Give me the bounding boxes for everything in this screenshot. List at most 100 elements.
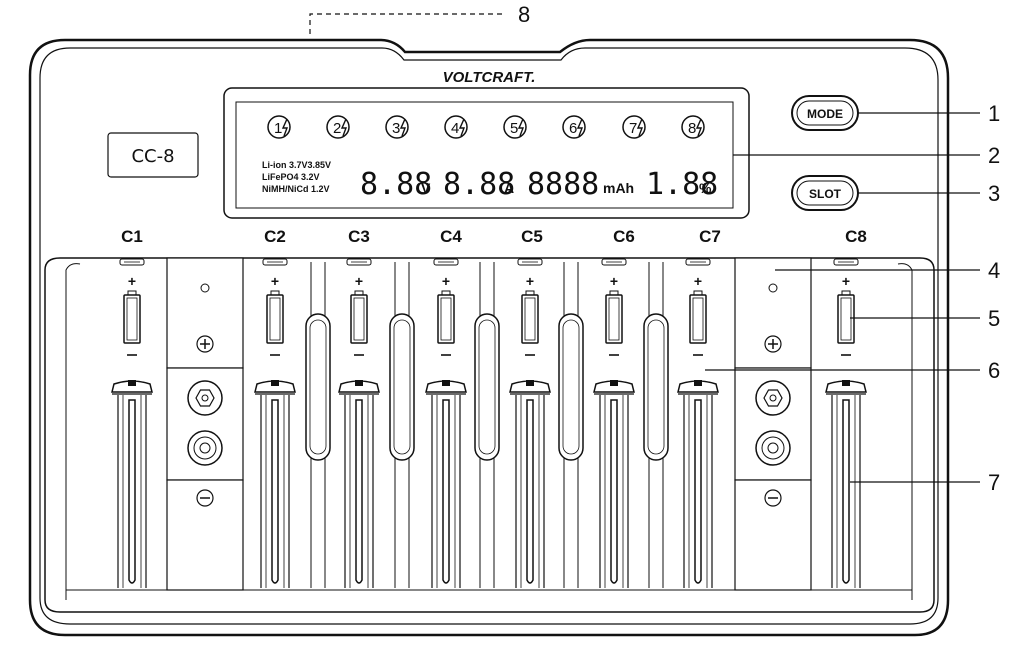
slot-rail bbox=[431, 395, 461, 588]
lcd-slot-indicator-6: 6 bbox=[562, 115, 586, 139]
minus-terminal-icon bbox=[764, 489, 782, 507]
slider-contact[interactable] bbox=[825, 380, 867, 395]
svg-text:5: 5 bbox=[510, 120, 518, 137]
slot-button-label: SLOT bbox=[809, 187, 842, 201]
plus-icon: + bbox=[128, 273, 136, 289]
battery-slot-8[interactable]: + bbox=[825, 258, 867, 588]
battery-icon bbox=[605, 290, 623, 344]
svg-text:2: 2 bbox=[333, 120, 341, 137]
slot-label-c2: C2 bbox=[264, 227, 286, 246]
svg-text:1: 1 bbox=[274, 120, 282, 137]
callout-6: 6 bbox=[705, 358, 1000, 383]
round-contact-icon bbox=[187, 430, 223, 466]
battery-slot-4[interactable]: + bbox=[425, 258, 467, 588]
lcd-chem-nimh: NiMH/NiCd 1.2V bbox=[262, 184, 330, 194]
callout-8: 8 bbox=[309, 2, 530, 34]
slot-divider-4 bbox=[558, 262, 584, 588]
slider-contact[interactable] bbox=[111, 380, 153, 395]
battery-slot-1[interactable]: + bbox=[111, 258, 153, 588]
slot-divider-1 bbox=[305, 262, 331, 588]
battery-slot-5[interactable]: + bbox=[509, 258, 551, 588]
battery-slot-6[interactable]: + bbox=[593, 258, 635, 588]
slider-contact[interactable] bbox=[425, 380, 467, 395]
slider-contact[interactable] bbox=[254, 380, 296, 395]
slot-rail bbox=[515, 395, 545, 588]
callout-1: 1 bbox=[858, 101, 1000, 126]
round-contact-icon bbox=[755, 430, 791, 466]
hex-contact-icon bbox=[755, 380, 791, 416]
slider-contact[interactable] bbox=[677, 380, 719, 395]
slot-rail bbox=[344, 395, 374, 588]
slot-rail bbox=[117, 395, 147, 588]
plus-icon: + bbox=[526, 273, 534, 289]
slider-contact[interactable] bbox=[338, 380, 380, 395]
battery-icon bbox=[521, 290, 539, 344]
svg-text:4: 4 bbox=[988, 258, 1000, 283]
svg-text:8: 8 bbox=[688, 120, 696, 137]
lcd-slot-indicator-1: 1 bbox=[267, 115, 291, 139]
callout-4: 4 bbox=[775, 258, 1000, 283]
slot-divider-3 bbox=[474, 262, 500, 588]
battery-slot-7[interactable]: + bbox=[677, 258, 719, 588]
callout-7: 7 bbox=[850, 470, 1000, 495]
battery-slot-3[interactable]: + bbox=[338, 258, 380, 588]
battery-icon bbox=[123, 290, 141, 344]
model-badge bbox=[107, 132, 199, 178]
plus-icon: + bbox=[694, 273, 702, 289]
battery-icon bbox=[689, 290, 707, 344]
mode-button[interactable]: MODE bbox=[791, 95, 859, 131]
battery-icon bbox=[350, 290, 368, 344]
slot-rail bbox=[831, 395, 861, 588]
lcd-slot-indicator-3: 3 bbox=[385, 115, 409, 139]
lcd-percent: 1.88 bbox=[646, 167, 718, 202]
svg-text:6: 6 bbox=[988, 358, 1000, 383]
svg-text:3: 3 bbox=[988, 181, 1000, 206]
battery-bay-inner bbox=[65, 263, 81, 600]
svg-text:2: 2 bbox=[988, 143, 1000, 168]
lcd-capacity: 8888 bbox=[527, 167, 599, 202]
battery-icon bbox=[266, 290, 284, 344]
large-cell-block-1 bbox=[166, 257, 244, 591]
slot-label-c3: C3 bbox=[348, 227, 370, 246]
svg-text:7: 7 bbox=[988, 470, 1000, 495]
mode-button-label: MODE bbox=[807, 107, 843, 121]
callout-2: 2 bbox=[733, 143, 1000, 168]
model-label: CC-8 bbox=[131, 146, 174, 167]
slider-contact[interactable] bbox=[593, 380, 635, 395]
lcd-chem-liion: Li-ion 3.7V3.85V bbox=[262, 160, 331, 170]
plus-icon: + bbox=[442, 273, 450, 289]
slot-label-c7: C7 bbox=[699, 227, 721, 246]
lcd-voltage: 8.88 bbox=[360, 167, 432, 202]
svg-text:3: 3 bbox=[392, 120, 400, 137]
svg-text:7: 7 bbox=[629, 120, 637, 137]
svg-text:1: 1 bbox=[988, 101, 1000, 126]
battery-slot-2[interactable]: + bbox=[254, 258, 296, 588]
lcd-screen bbox=[235, 101, 734, 209]
plus-icon: + bbox=[355, 273, 363, 289]
svg-text:5: 5 bbox=[988, 306, 1000, 331]
svg-text:6: 6 bbox=[569, 120, 577, 137]
lcd-current-unit: A bbox=[504, 180, 514, 196]
slot-rail bbox=[683, 395, 713, 588]
plus-icon: + bbox=[842, 273, 850, 289]
lcd-slot-indicator-7: 7 bbox=[622, 115, 646, 139]
slot-layer: + + + + + + + + bbox=[111, 258, 867, 588]
slot-label-c4: C4 bbox=[440, 227, 462, 246]
svg-text:4: 4 bbox=[451, 120, 459, 137]
lcd-slot-indicator-2: 2 bbox=[326, 115, 350, 139]
slot-rail bbox=[260, 395, 290, 588]
slider-contact[interactable] bbox=[509, 380, 551, 395]
lcd-slot-indicator-5: 5 bbox=[503, 115, 527, 139]
slot-label-c6: C6 bbox=[613, 227, 635, 246]
slot-button[interactable]: SLOT bbox=[791, 175, 859, 211]
plus-icon: + bbox=[610, 273, 618, 289]
callout-3: 3 bbox=[858, 181, 1000, 206]
large-cell-blocks bbox=[166, 257, 812, 591]
lcd-capacity-unit: mAh bbox=[603, 180, 634, 196]
lcd-chem-lifepo4: LiFePO4 3.2V bbox=[262, 172, 320, 182]
brand-logo: VOLTCRAFT. bbox=[443, 69, 536, 86]
slot-label-c1: C1 bbox=[121, 227, 143, 246]
lcd-slot-indicators: 1 2 3 4 5 6 7 8 bbox=[267, 115, 705, 139]
battery-icon bbox=[837, 290, 855, 344]
lcd-voltage-unit: V bbox=[421, 180, 431, 196]
